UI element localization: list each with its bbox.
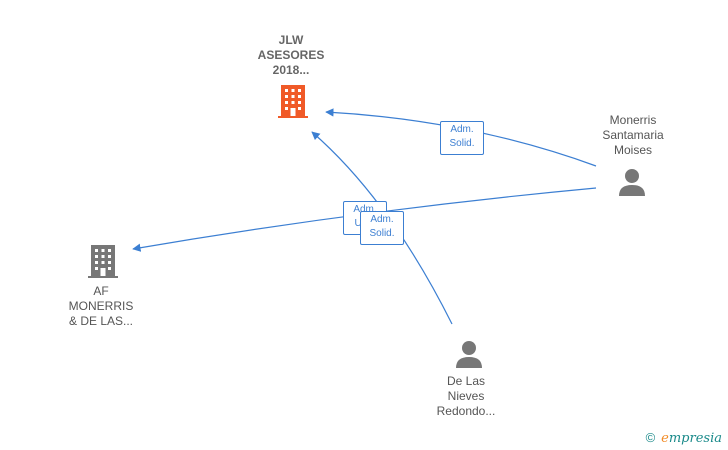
node-label-line: De Las: [446, 374, 486, 388]
node-label-line: Moises: [613, 143, 652, 157]
edge-label-line: Solid.: [449, 138, 475, 149]
empresia-watermark: © empresia: [646, 430, 722, 446]
node-label-line: 2018...: [272, 63, 310, 77]
company-building-icon[interactable]: [88, 244, 118, 278]
node-label-jlw-asesores[interactable]: JLW ASESORES 2018...: [241, 33, 341, 78]
node-label-line: JLW: [278, 33, 304, 47]
node-label-line: MONERRIS: [68, 299, 134, 313]
node-label-monerris-santamaria[interactable]: Monerris Santamaria Moises: [583, 113, 683, 158]
logo-text: mpresia: [668, 431, 722, 446]
edge-label-line: Adm.: [450, 124, 474, 135]
empresia-logo: empresia: [661, 431, 722, 446]
node-label-line: Redondo...: [436, 404, 496, 418]
edge-label-line: Adm.: [353, 204, 377, 215]
logo-letter: e: [661, 431, 669, 446]
edge-label-line: Adm.: [370, 214, 394, 225]
edge-label-line: Solid.: [369, 228, 395, 239]
copyright-symbol: ©: [645, 430, 656, 445]
edge-label-delasnieves-jlw[interactable]: Adm. Solid.: [360, 211, 404, 245]
node-label-line: Monerris: [609, 113, 657, 127]
node-label-de-las-nieves[interactable]: De Las Nieves Redondo...: [416, 374, 516, 419]
node-label-af-monerris[interactable]: AF MONERRIS & DE LAS...: [51, 284, 151, 329]
node-label-line: & DE LAS...: [68, 314, 134, 328]
person-icon[interactable]: [454, 339, 484, 369]
node-label-line: Santamaria: [602, 128, 664, 142]
node-label-line: Nieves: [447, 389, 485, 403]
company-building-icon[interactable]: [278, 84, 308, 118]
node-label-line: ASESORES: [257, 48, 325, 62]
person-icon[interactable]: [617, 167, 647, 197]
edge-label-monerris-jlw[interactable]: Adm. Solid.: [440, 121, 484, 155]
node-label-line: AF: [93, 284, 109, 298]
